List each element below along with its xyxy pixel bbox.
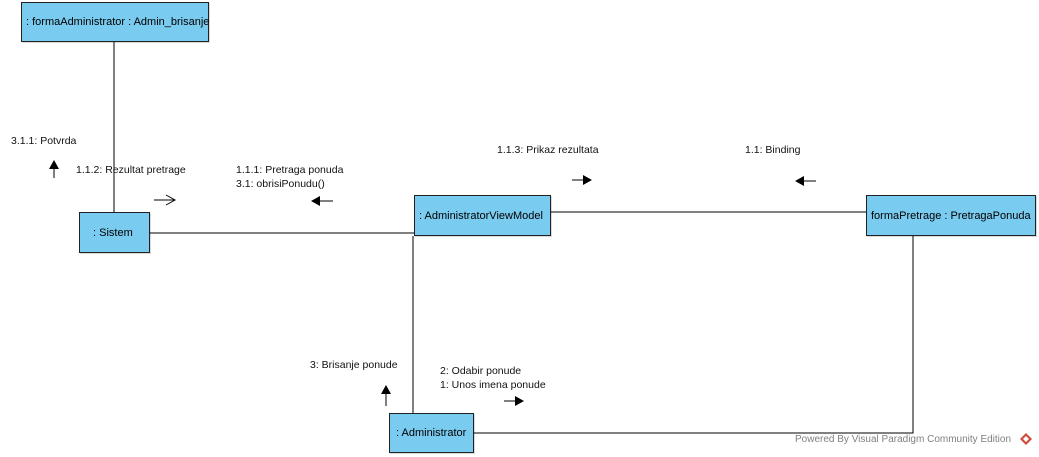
arrow-up-potvrda <box>49 160 59 178</box>
object-label: formaPretrage : PretragaPonuda <box>871 209 1031 222</box>
arrow-right-odabir <box>504 396 524 406</box>
message-obrisi-ponudu: 3.1: obrisiPonudu() <box>236 178 325 190</box>
arrow-right-rezultat <box>154 194 177 206</box>
object-sistem[interactable]: : Sistem <box>79 212 150 253</box>
arrow-left-pretraga <box>311 196 333 206</box>
object-administrator-view-model[interactable]: : AdministratorViewModel <box>414 195 551 236</box>
watermark-text: Powered By Visual Paradigm Community Edi… <box>795 434 1012 445</box>
object-forma-administrator[interactable]: : formaAdministrator : Admin_brisanje <box>21 2 209 42</box>
object-label: : formaAdministrator : Admin_brisanje <box>26 16 210 28</box>
message-potvrda: 3.1.1: Potvrda <box>11 135 77 147</box>
visual-paradigm-logo-icon <box>1020 433 1032 445</box>
message-brisanje-ponude: 3: Brisanje ponude <box>310 359 398 371</box>
arrow-right-prikaz <box>572 175 592 185</box>
arrow-up-brisanje <box>381 385 391 406</box>
message-pretraga-ponuda: 1.1.1: Pretraga ponuda <box>236 164 344 176</box>
message-prikaz-rezultata: 1.1.3: Prikaz rezultata <box>497 144 599 156</box>
object-label: : Sistem <box>93 226 133 239</box>
arrow-left-binding <box>795 176 816 186</box>
object-label: : Administrator <box>396 427 467 439</box>
message-odabir-ponude: 2: Odabir ponude <box>440 365 522 377</box>
object-administrator[interactable]: : Administrator <box>389 413 474 453</box>
message-binding: 1.1: Binding <box>745 144 801 156</box>
message-unos-imena-ponude: 1: Unos imena ponude <box>440 379 546 391</box>
object-label: : AdministratorViewModel <box>419 209 543 222</box>
link-administrator-formapretrage <box>474 236 914 434</box>
object-forma-pretrage[interactable]: formaPretrage : PretragaPonuda <box>866 195 1036 236</box>
message-rezultat-pretrage: 1.1.2: Rezultat pretrage <box>76 164 186 176</box>
